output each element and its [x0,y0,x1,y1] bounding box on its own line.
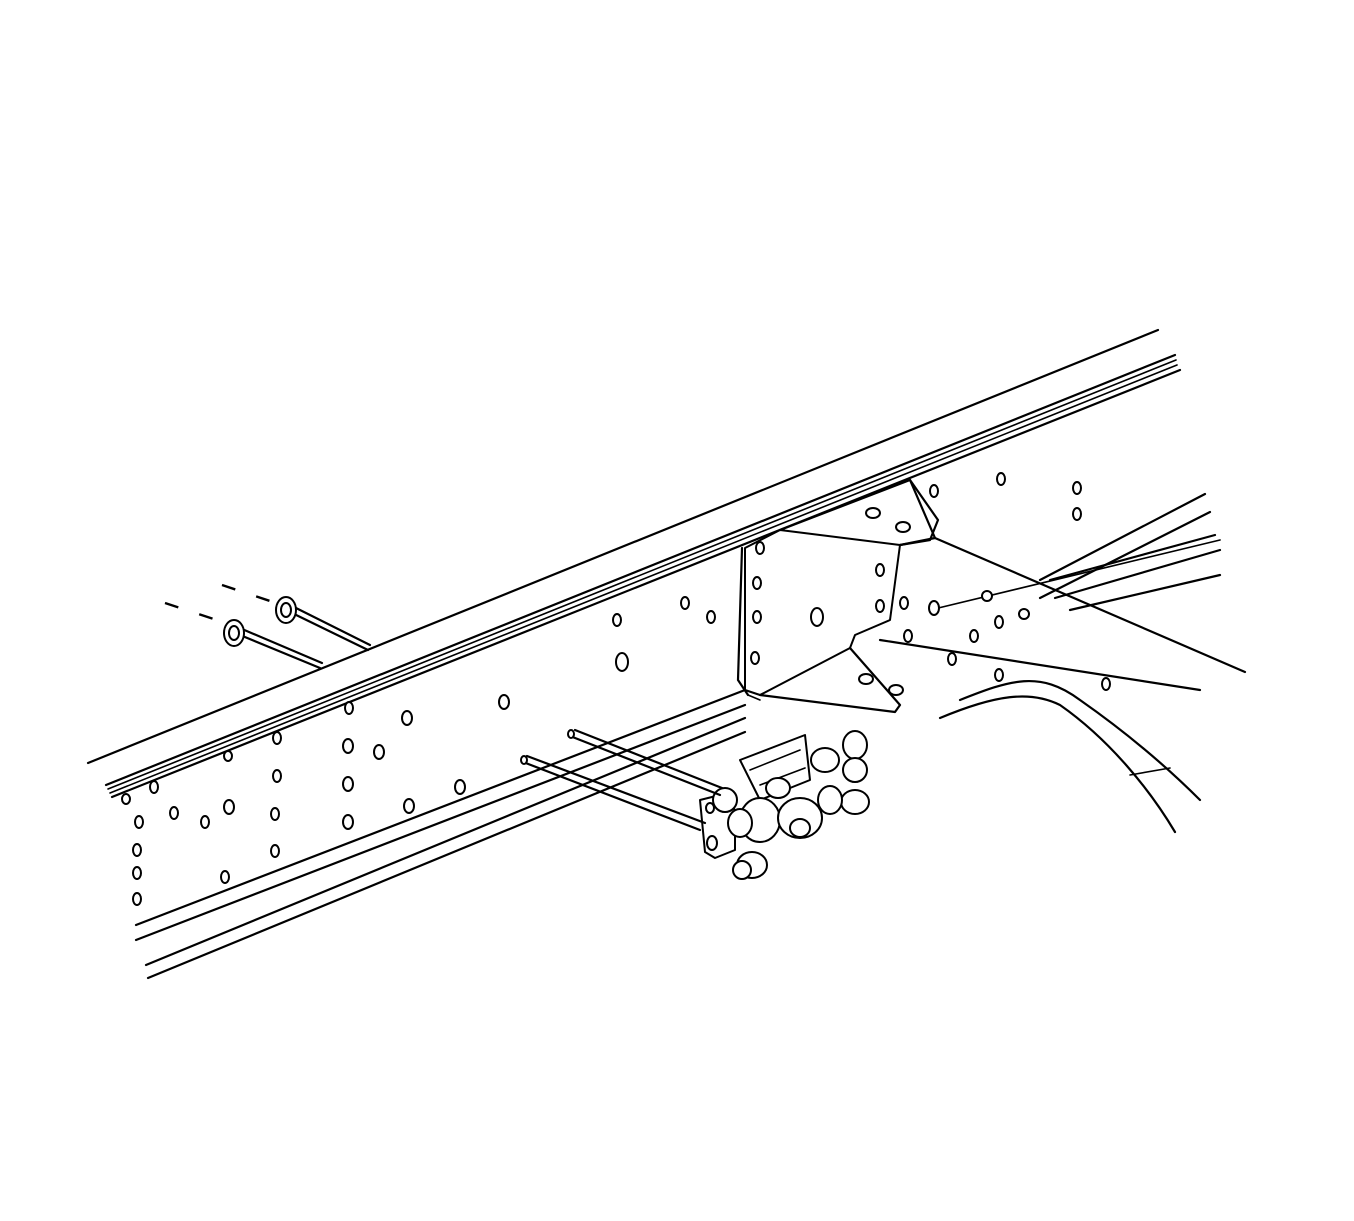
brake-valve [699,730,870,880]
crossmember-bracket [736,478,940,714]
nut-washer-1 [275,596,297,624]
nut-washer-2 [223,619,245,647]
frame-rail-holes [121,596,716,906]
bolt-shafts-rear [238,604,372,670]
mounting-bolt-2 [520,754,707,832]
rear-rail-holes [899,472,1111,691]
mounting-bolt-1 [567,728,724,797]
bracket-holes [750,507,911,696]
inner-frame-rail [1038,492,1222,612]
frame-rail [86,328,1221,980]
crossmember [878,478,1247,834]
explode-guide-lines [164,583,283,627]
